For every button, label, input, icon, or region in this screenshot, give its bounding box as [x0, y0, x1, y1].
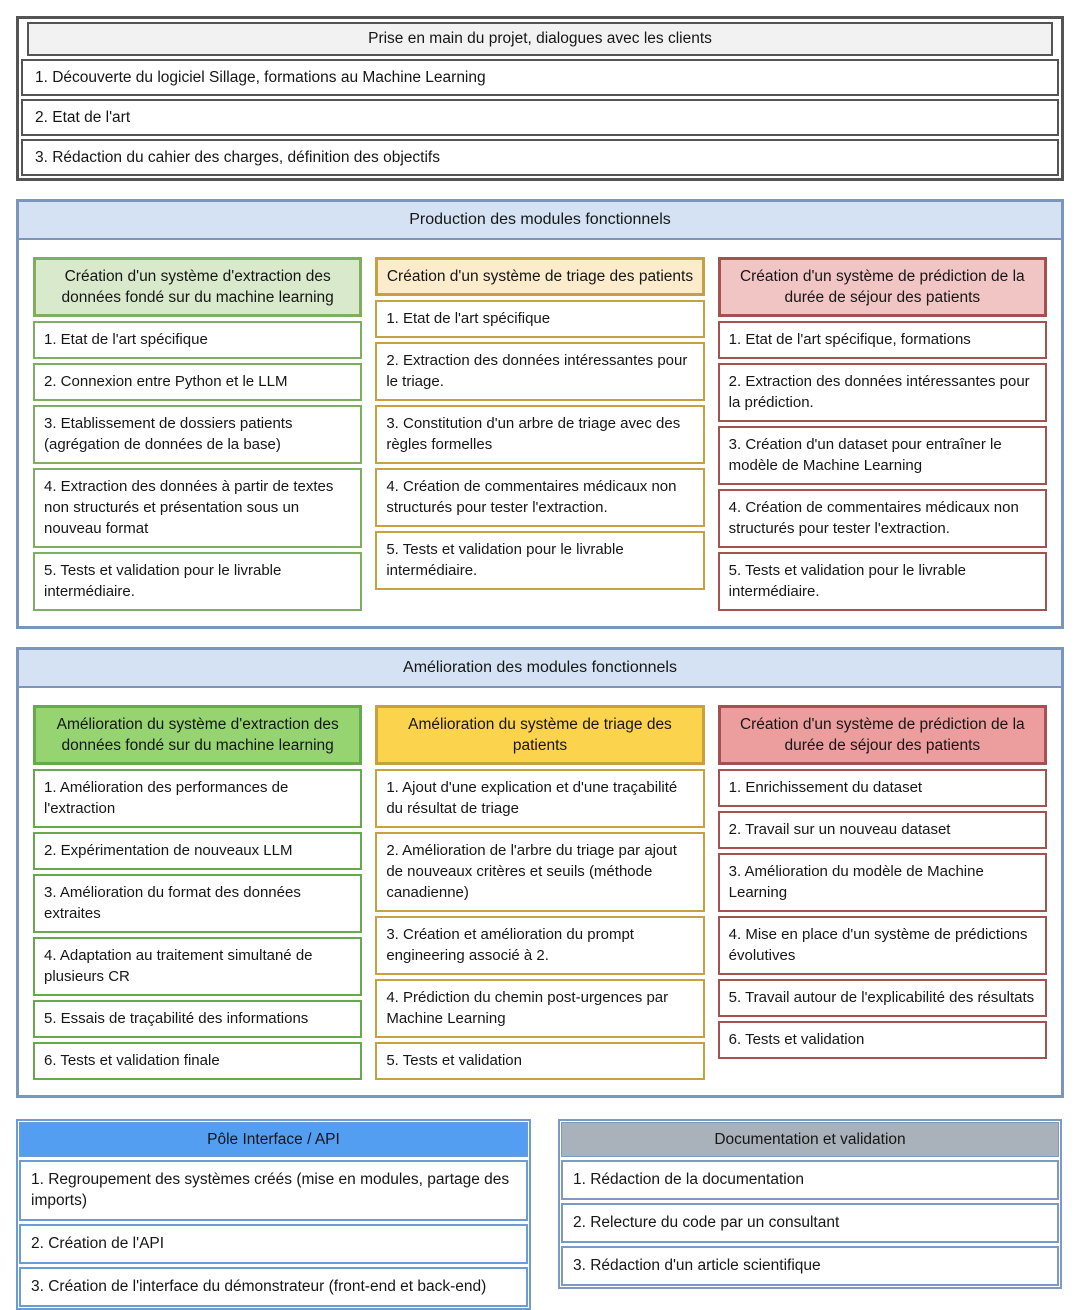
- task-item: 2. Travail sur un nouveau dataset: [717, 811, 1047, 849]
- column-prediction-system: Création d'un système de prédiction de l…: [717, 257, 1047, 611]
- column-header: Amélioration du système d'extraction des…: [33, 705, 363, 765]
- task-item: 5. Tests et validation: [375, 1042, 705, 1080]
- task-item: 2. Connexion entre Python et le LLM: [33, 363, 363, 401]
- interface-api-panel: Pôle Interface / API 1. Regroupement des…: [16, 1119, 531, 1310]
- task-item: 6. Tests et validation finale: [33, 1042, 363, 1080]
- task-item: 3. Création d'un dataset pour entraîner …: [717, 426, 1047, 485]
- task-item: 2. Expérimentation de nouveaux LLM: [33, 832, 363, 870]
- column-header: Création d'un système de triage des pati…: [375, 257, 705, 296]
- task-item: 1. Amélioration des performances de l'ex…: [33, 769, 363, 828]
- task-item: 3. Amélioration du modèle de Machine Lea…: [717, 853, 1047, 912]
- improvement-title: Amélioration des modules fonctionnels: [19, 650, 1061, 688]
- task-item: 2. Relecture du code par un consultant: [561, 1203, 1059, 1243]
- task-item: 1. Enrichissement du dataset: [717, 769, 1047, 807]
- interface-api-title: Pôle Interface / API: [19, 1122, 528, 1157]
- column-triage-improvement: Amélioration du système de triage des pa…: [375, 705, 705, 1080]
- task-item: 5. Tests et validation pour le livrable …: [375, 531, 705, 590]
- column-header: Création d'un système de prédiction de l…: [717, 705, 1047, 765]
- column-triage-system: Création d'un système de triage des pati…: [375, 257, 705, 611]
- improvement-columns: Amélioration du système d'extraction des…: [19, 688, 1061, 1095]
- task-item: 4. Création de commentaires médicaux non…: [717, 489, 1047, 548]
- task-item: 2. Extraction des données intéressantes …: [717, 363, 1047, 422]
- task-item: 1. Rédaction de la documentation: [561, 1160, 1059, 1200]
- production-title: Production des modules fonctionnels: [19, 202, 1061, 240]
- documentation-panel: Documentation et validation 1. Rédaction…: [558, 1119, 1062, 1289]
- phase-intake-title: Prise en main du projet, dialogues avec …: [27, 22, 1053, 56]
- column-extraction-improvement: Amélioration du système d'extraction des…: [33, 705, 363, 1080]
- column-prediction-improvement: Création d'un système de prédiction de l…: [717, 705, 1047, 1080]
- task-item: 5. Travail autour de l'explicabilité des…: [717, 979, 1047, 1017]
- column-extraction-system: Création d'un système d'extraction des d…: [33, 257, 363, 611]
- task-item: 4. Adaptation au traitement simultané de…: [33, 937, 363, 996]
- task-item: 3. Rédaction d'un article scientifique: [561, 1246, 1059, 1286]
- task-item: 3. Création et amélioration du prompt en…: [375, 916, 705, 975]
- column-header: Création d'un système de prédiction de l…: [717, 257, 1047, 317]
- task-item: 2. Extraction des données intéressantes …: [375, 342, 705, 401]
- task-item: 3. Création de l'interface du démonstrat…: [19, 1267, 528, 1307]
- task-item: 1. Ajout d'une explication et d'une traç…: [375, 769, 705, 828]
- column-header: Amélioration du système de triage des pa…: [375, 705, 705, 765]
- column-header: Création d'un système d'extraction des d…: [33, 257, 363, 317]
- task-item: 1. Etat de l'art spécifique: [33, 321, 363, 359]
- task-item: 3. Constitution d'un arbre de triage ave…: [375, 405, 705, 464]
- task-item: 5. Tests et validation pour le livrable …: [33, 552, 363, 611]
- task-item: 4. Mise en place d'un système de prédict…: [717, 916, 1047, 975]
- production-panel: Production des modules fonctionnels Créa…: [16, 199, 1064, 629]
- documentation-title: Documentation et validation: [561, 1122, 1059, 1157]
- production-columns: Création d'un système d'extraction des d…: [19, 240, 1061, 626]
- task-item: 3. Rédaction du cahier des charges, défi…: [21, 139, 1059, 176]
- task-item: 1. Regroupement des systèmes créés (mise…: [19, 1160, 528, 1221]
- improvement-panel: Amélioration des modules fonctionnels Am…: [16, 647, 1064, 1098]
- task-item: 6. Tests et validation: [717, 1021, 1047, 1059]
- task-item: 3. Etablissement de dossiers patients (a…: [33, 405, 363, 464]
- task-item: 1. Etat de l'art spécifique, formations: [717, 321, 1047, 359]
- task-item: 4. Prédiction du chemin post-urgences pa…: [375, 979, 705, 1038]
- task-item: 1. Etat de l'art spécifique: [375, 300, 705, 338]
- bottom-row: Pôle Interface / API 1. Regroupement des…: [16, 1119, 1064, 1310]
- task-item: 2. Amélioration de l'arbre du triage par…: [375, 832, 705, 912]
- task-item: 5. Essais de traçabilité des information…: [33, 1000, 363, 1038]
- task-item: 3. Amélioration du format des données ex…: [33, 874, 363, 933]
- task-item: 4. Extraction des données à partir de te…: [33, 468, 363, 548]
- task-item: 1. Découverte du logiciel Sillage, forma…: [21, 59, 1059, 96]
- task-item: 5. Tests et validation pour le livrable …: [717, 552, 1047, 611]
- task-item: 4. Création de commentaires médicaux non…: [375, 468, 705, 527]
- task-item: 2. Etat de l'art: [21, 99, 1059, 136]
- phase-intake-panel: Prise en main du projet, dialogues avec …: [16, 16, 1064, 181]
- task-item: 2. Création de l'API: [19, 1224, 528, 1264]
